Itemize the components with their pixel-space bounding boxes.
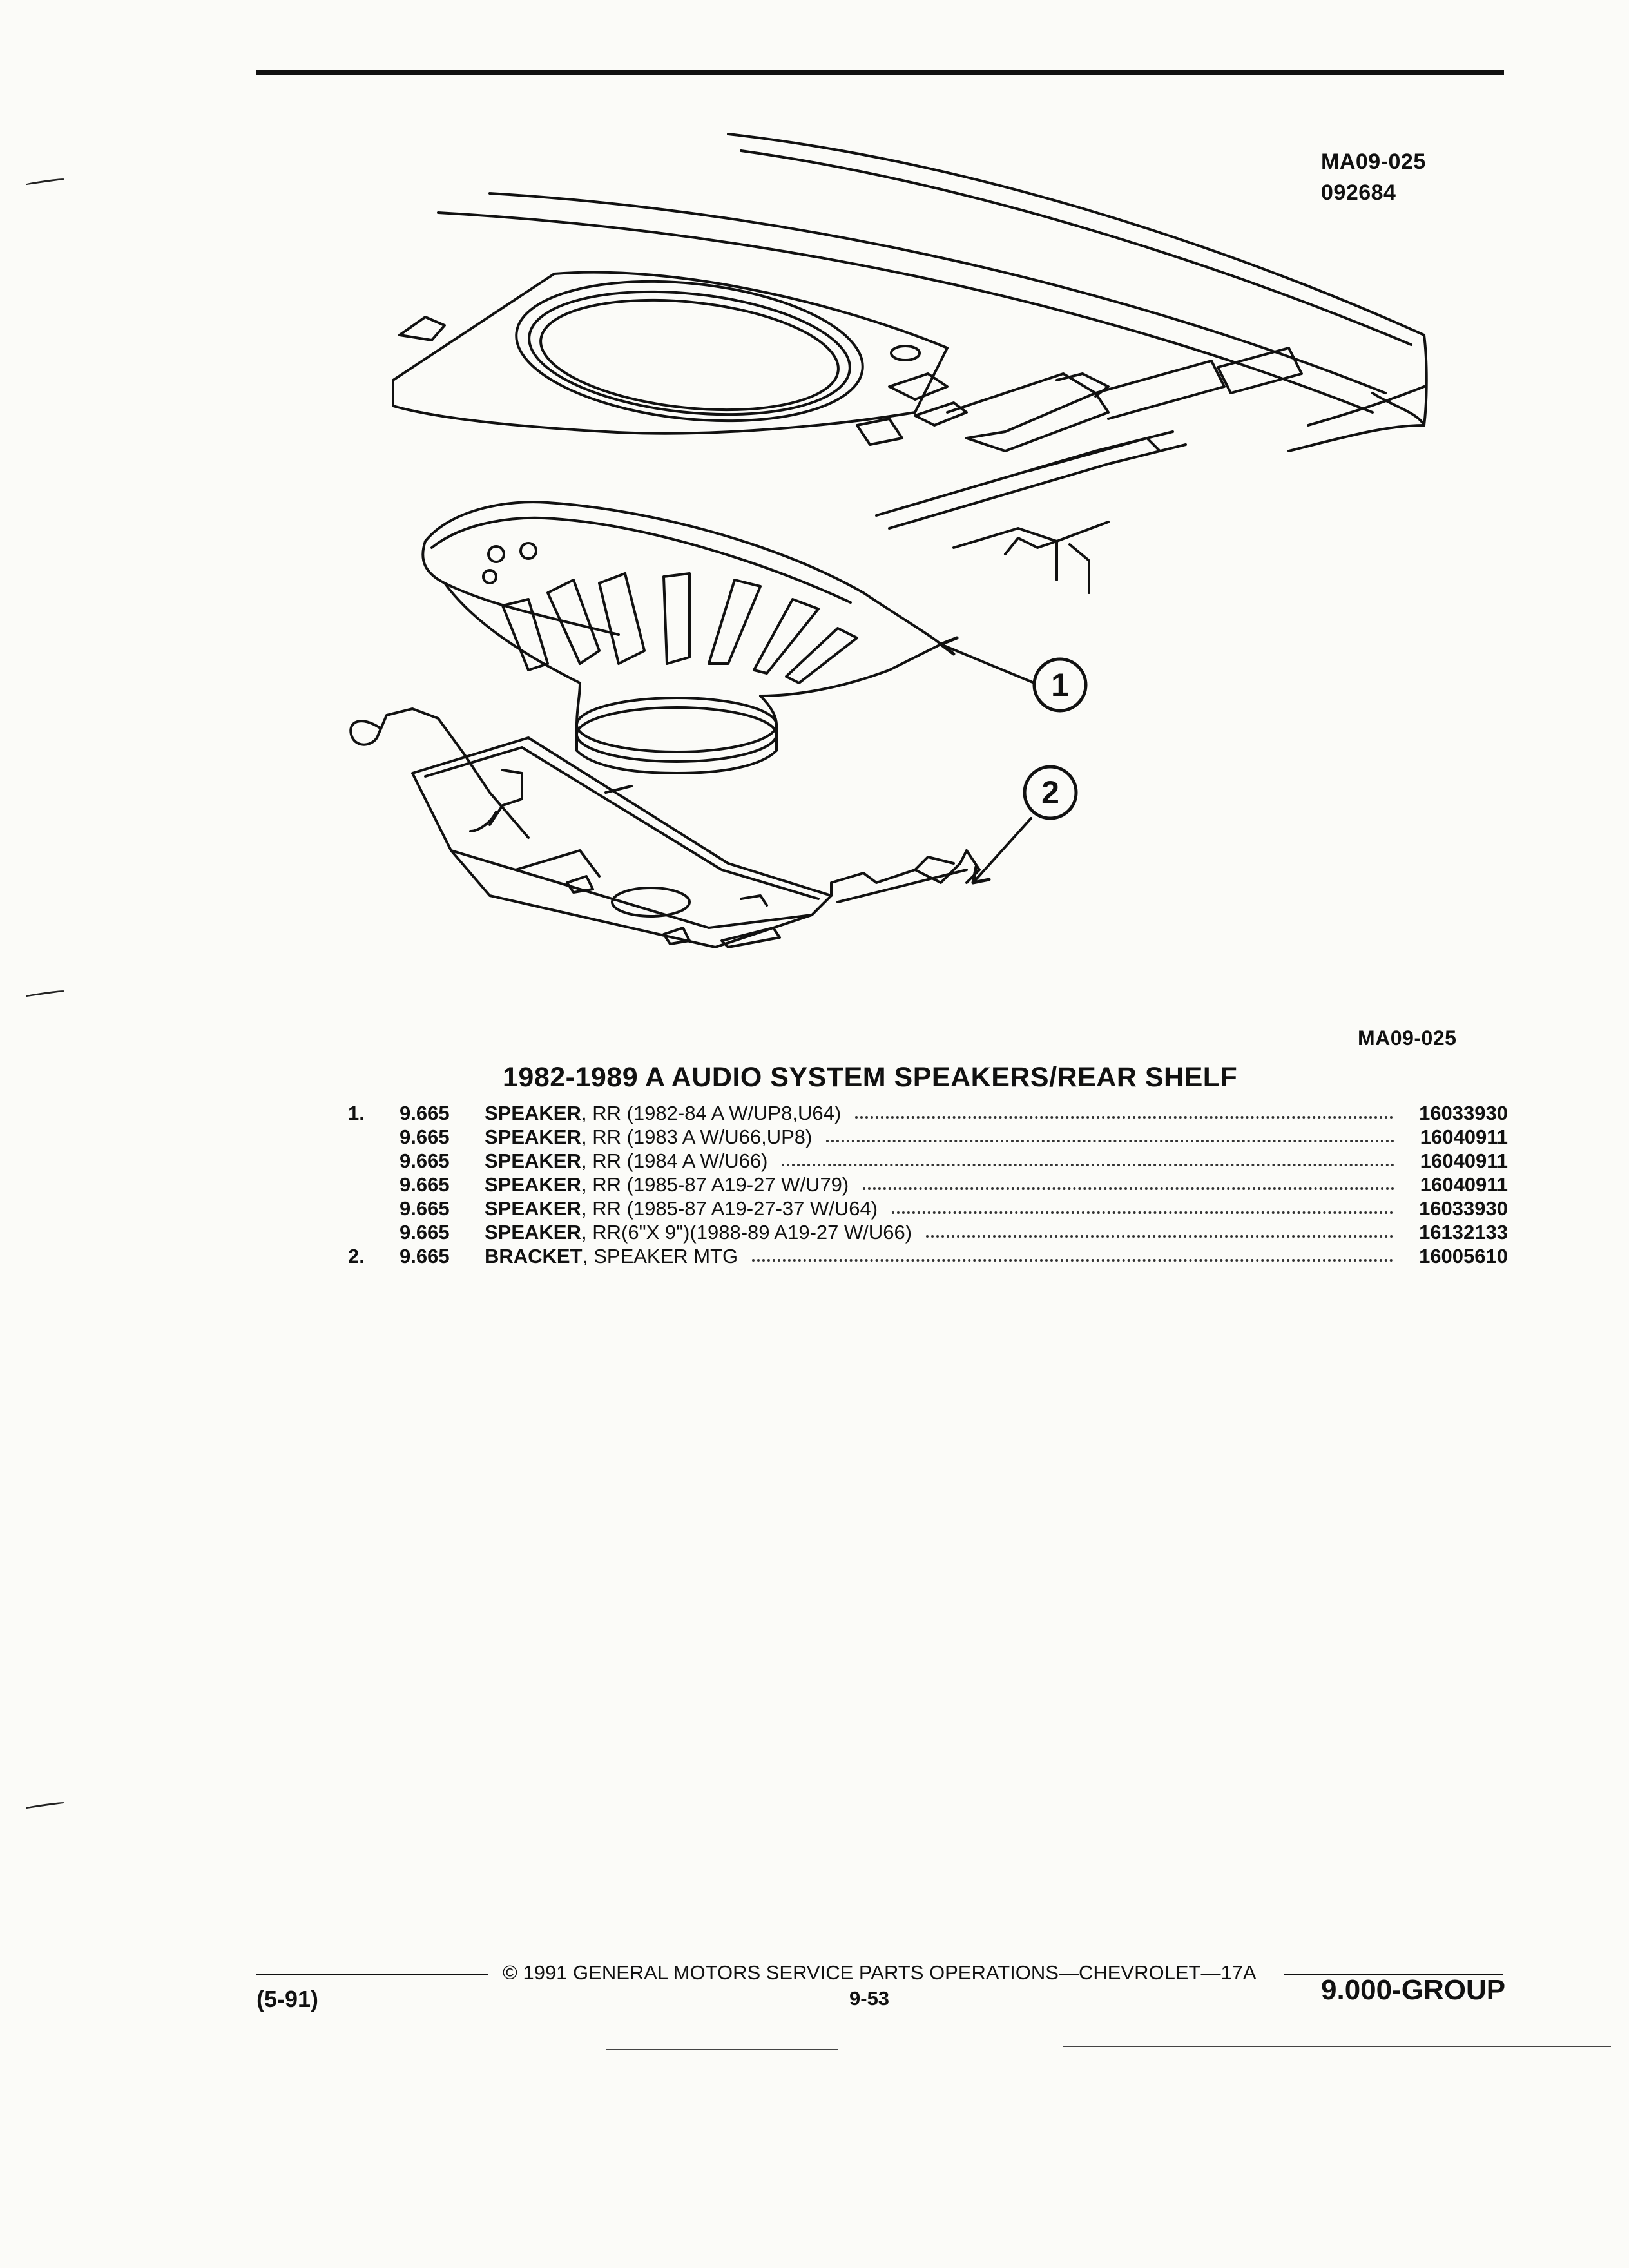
parts-row: 9.665 SPEAKER 16132133 , RR(6"X 9")(1988-89…	[335, 1221, 1508, 1245]
parts-row: 9.665 SPEAKER 16033930 , RR (1985-87 A19-27…	[335, 1197, 1508, 1221]
callout-leaders	[939, 636, 1036, 885]
parts-index: 1.	[348, 1102, 365, 1124]
parts-group: 9.665	[400, 1221, 450, 1244]
dot-leader	[782, 1149, 1394, 1166]
section-title: 1982-1989 A AUDIO SYSTEM SPEAKERS/REAR S…	[503, 1062, 1238, 1093]
parts-number: 16132133	[1419, 1221, 1508, 1244]
parts-row: 2. 9.665 BRACKET 16005610 , SPEAKER MTG	[335, 1245, 1508, 1269]
footer-revision: (5-91)	[256, 1986, 319, 2012]
parts-number: 16040911	[1420, 1149, 1508, 1172]
rear-window-outline	[437, 133, 1428, 452]
dot-leader	[855, 1102, 1393, 1119]
parts-description: , SPEAKER MTG	[583, 1245, 738, 1267]
figure-code: MA09-025	[1321, 149, 1426, 174]
dot-leader	[892, 1197, 1393, 1214]
scan-line	[1063, 2046, 1611, 2047]
scan-line	[606, 2049, 838, 2050]
parts-name: SPEAKER	[485, 1197, 581, 1220]
parts-description: , RR (1983 A W/U66,UP8)	[581, 1126, 813, 1148]
parts-row: 9.665 SPEAKER 16040911 , RR (1985-87 A19-27…	[335, 1173, 1508, 1197]
parts-description: , RR (1985-87 A19-27 W/U79)	[581, 1173, 849, 1196]
callout-2	[1023, 765, 1078, 820]
parts-row: 9.665 SPEAKER 16040911 , RR (1983 A W/U66,U…	[335, 1126, 1508, 1149]
footer-rule-left	[256, 1974, 488, 1975]
callout-1	[1032, 657, 1088, 713]
figure-date: 092684	[1321, 180, 1396, 205]
parts-group: 9.665	[400, 1102, 450, 1124]
dot-leader	[863, 1173, 1394, 1190]
parts-index: 2.	[348, 1245, 365, 1267]
parts-name: SPEAKER	[485, 1102, 581, 1124]
parts-description: , RR (1984 A W/U66)	[581, 1149, 768, 1172]
speaker-bracket	[349, 707, 981, 948]
parts-description: , RR (1982-84 A W/UP8,U64)	[581, 1102, 842, 1124]
dot-leader	[826, 1126, 1394, 1142]
parts-description: , RR(6"X 9")(1988-89 A19-27 W/U66)	[581, 1221, 912, 1244]
rear-shelf-panel	[392, 271, 1303, 594]
parts-group: 9.665	[400, 1173, 450, 1196]
parts-name: SPEAKER	[485, 1149, 581, 1172]
parts-name: SPEAKER	[485, 1126, 581, 1148]
parts-group: 9.665	[400, 1126, 450, 1148]
parts-group: 9.665	[400, 1197, 450, 1220]
dot-leader	[926, 1221, 1393, 1238]
speaker-assembly	[421, 501, 942, 774]
parts-row: 9.665 SPEAKER 16040911 , RR (1984 A W/U66)	[335, 1149, 1508, 1173]
parts-group: 9.665	[400, 1245, 450, 1267]
footer-rule-right	[1284, 1974, 1503, 1975]
parts-number: 16005610	[1419, 1245, 1508, 1267]
parts-row: 1. 9.665 SPEAKER 16033930 , RR (1982-84 A W/…	[335, 1102, 1508, 1126]
parts-number: 16033930	[1419, 1197, 1508, 1220]
dot-leader	[752, 1245, 1393, 1262]
parts-number: 16033930	[1419, 1102, 1508, 1124]
figure-caption-code: MA09-025	[1358, 1026, 1457, 1050]
footer-copyright: © 1991 GENERAL MOTORS SERVICE PARTS OPER…	[503, 1961, 1257, 1984]
callout-2-label: 2	[1041, 774, 1059, 811]
parts-name: BRACKET	[485, 1245, 583, 1267]
callout-1-label: 1	[1051, 667, 1069, 703]
binder-hole-mark	[26, 1801, 64, 1809]
footer-group: 9.000-GROUP	[1321, 1974, 1506, 2006]
parts-number: 16040911	[1420, 1173, 1508, 1196]
speaker-exploded-diagram: 1 2	[349, 133, 1428, 948]
footer-page-number: 9-53	[849, 1987, 890, 2010]
parts-number: 16040911	[1420, 1126, 1508, 1148]
parts-name: SPEAKER	[485, 1173, 581, 1196]
parts-description: , RR (1985-87 A19-27-37 W/U64)	[581, 1197, 878, 1220]
parts-name: SPEAKER	[485, 1221, 581, 1244]
parts-group: 9.665	[400, 1149, 450, 1172]
header-rule	[256, 70, 1504, 75]
